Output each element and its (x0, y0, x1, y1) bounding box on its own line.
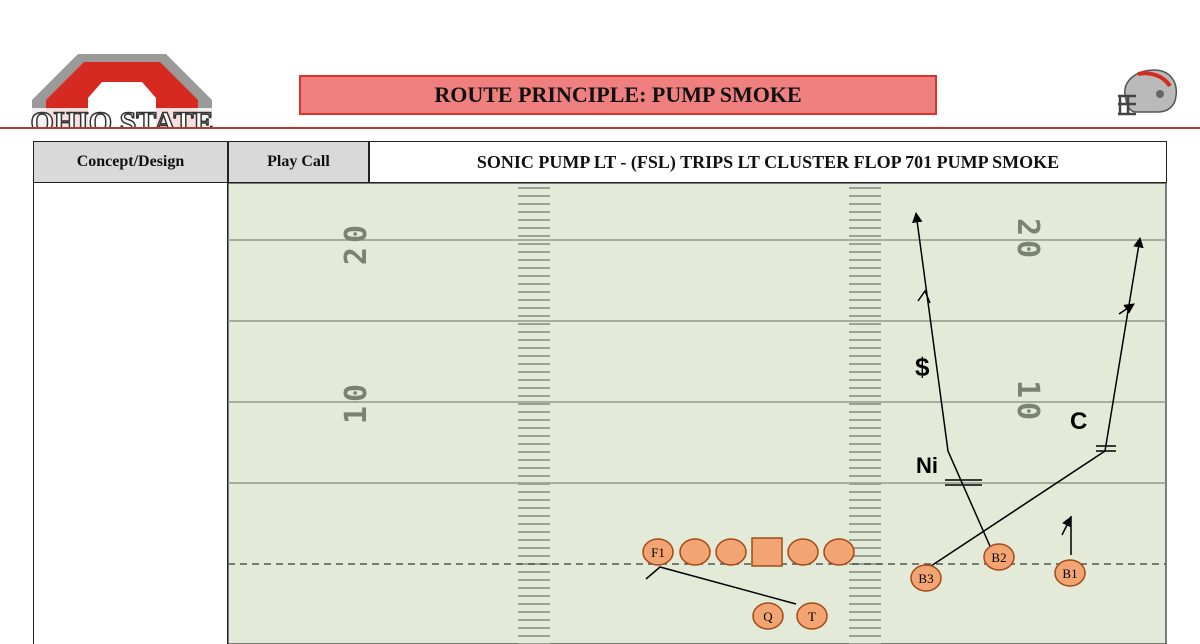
player-f1-label: F1 (651, 545, 665, 560)
player-b2: B2 (983, 543, 1015, 571)
defender-safety: $ (915, 352, 930, 382)
yard-number-20-right: 20 (1010, 218, 1045, 262)
play-call-header: Play Call (228, 141, 369, 183)
header-divider (0, 127, 1200, 129)
player-b1-label: B1 (1062, 566, 1077, 581)
yard-number-20-left: 20 (339, 221, 374, 265)
left-tackle (679, 538, 711, 566)
yard-number-10-left: 10 (339, 380, 374, 424)
player-b3: B3 (910, 564, 942, 592)
logo-text: OHIO STATE (30, 106, 213, 128)
b2-pump-arrow (917, 289, 931, 304)
b1-smoke-arrow (1061, 516, 1072, 536)
player-t: T (796, 602, 828, 630)
right-guard (787, 538, 819, 566)
football-field-diagram: 20 10 20 10 Ni $ C (228, 183, 1168, 644)
concept-design-panel (33, 183, 228, 644)
f1-motion (645, 566, 797, 605)
player-b3-label: B3 (918, 571, 933, 586)
defender-corner: C (1070, 408, 1087, 435)
defender-nickel: Ni (916, 453, 938, 478)
play-call-text: SONIC PUMP LT - (FSL) TRIPS LT CLUSTER F… (369, 141, 1167, 183)
player-b1: B1 (1054, 559, 1086, 587)
b3-pump-arrow (1118, 303, 1135, 315)
left-hash-marks (518, 183, 550, 644)
player-q: Q (752, 602, 784, 630)
ohio-state-logo: OHIO STATE (26, 52, 218, 128)
right-tackle (823, 538, 855, 566)
center (751, 537, 783, 567)
player-f1: F1 (642, 538, 674, 566)
concept-design-header: Concept/Design (33, 141, 228, 183)
right-hash-marks (849, 183, 881, 644)
b2-route (912, 211, 994, 554)
left-guard (715, 538, 747, 566)
nickel-tick-marks (945, 479, 982, 486)
yard-number-10-right: 10 (1010, 380, 1045, 424)
routes (645, 211, 1144, 605)
corner-tick-marks (1096, 445, 1116, 452)
route-principle-title: ROUTE PRINCIPLE: PUMP SMOKE (299, 75, 937, 115)
yard-lines (228, 239, 1166, 484)
player-q-label: Q (763, 609, 773, 624)
player-b2-label: B2 (991, 550, 1006, 565)
football-helmet-icon (1114, 66, 1180, 122)
player-t-label: T (808, 609, 816, 624)
